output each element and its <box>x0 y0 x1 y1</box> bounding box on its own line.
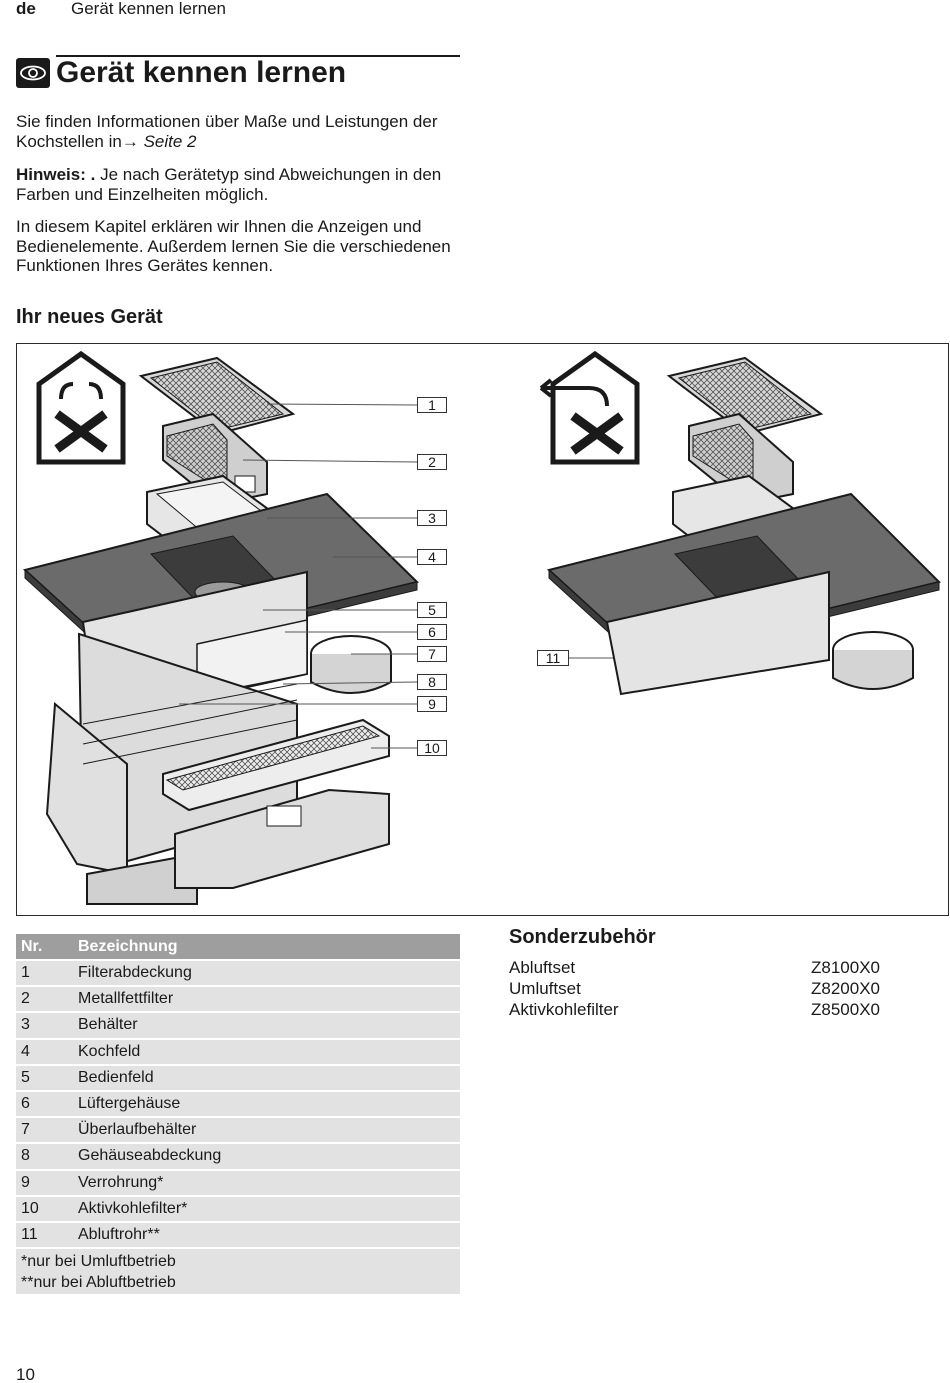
grease-filter-drawing <box>162 412 268 506</box>
callout-7: 7 <box>417 646 447 662</box>
arrow-icon: → <box>121 131 139 151</box>
column-header-number: Nr. <box>16 934 73 960</box>
accessories-title: Sonderzubehör <box>509 926 656 948</box>
footnote-circulation: *nur bei Umluftbetrieb <box>21 1252 176 1270</box>
language-code: de <box>16 0 36 18</box>
callout-1: 1 <box>417 397 447 413</box>
eye-icon <box>16 58 50 88</box>
part-number: 6 <box>16 1089 73 1118</box>
filter-cover-grid-right <box>677 361 813 431</box>
extraction-mode-icon <box>539 350 640 465</box>
part-name: Bedienfeld <box>73 1063 460 1091</box>
callout-11: 11 <box>537 650 569 666</box>
page-title: Gerät kennen lernen <box>56 56 347 89</box>
page-number: 10 <box>16 1365 35 1383</box>
part-name: Kochfeld <box>73 1037 460 1065</box>
part-name: Überlaufbehälter <box>73 1116 460 1144</box>
part-number: 4 <box>16 1037 73 1065</box>
filter-cover-drawing <box>138 356 296 436</box>
exploded-view-drawing <box>22 350 941 905</box>
page-reference-link[interactable]: Seite 2 <box>138 131 197 151</box>
title-rule <box>56 55 460 57</box>
accessory-name: Aktivkohlefilter <box>509 1000 619 1019</box>
running-header: de Gerät kennen lernen <box>16 0 226 18</box>
note-label: Hinweis: . <box>16 165 96 184</box>
table-header-row: Nr. Bezeichnung <box>16 934 460 960</box>
part-number: 9 <box>16 1168 73 1196</box>
list-item: Aktivkohlefilter Z8500X0 <box>509 999 889 1020</box>
part-number: 7 <box>16 1116 73 1144</box>
list-item: Abluftset Z8100X0 <box>509 957 889 978</box>
carbon-filter-drawing <box>162 718 390 889</box>
intro-paragraph-3: In diesem Kapitel erklären wir Ihnen die… <box>16 217 451 275</box>
intro-paragraph-1: Sie finden Informationen über Maße und L… <box>16 112 456 151</box>
part-number: 3 <box>16 1011 73 1039</box>
table-footnote-row: *nur bei Umluftbetrieb **nur bei Abluftb… <box>16 1247 460 1295</box>
accessory-code: Z8100X0 <box>811 958 880 977</box>
column-header-name: Bezeichnung <box>73 934 460 960</box>
part-name: Lüftergehäuse <box>73 1089 460 1118</box>
part-number: 1 <box>16 958 73 987</box>
accessory-code: Z8500X0 <box>811 1000 880 1019</box>
accessory-name: Umluftset <box>509 979 581 998</box>
part-name: Metallfettfilter <box>73 985 460 1013</box>
running-title: Gerät kennen lernen <box>71 0 226 18</box>
note-text: Je nach Gerätetyp sind Abweichungen in d… <box>16 165 442 204</box>
part-name: Filterabdeckung <box>73 958 460 987</box>
intro-text-1: Sie finden Informationen über Maße und L… <box>16 112 438 151</box>
fan-housing-drawing-right <box>605 570 830 696</box>
accessory-name: Abluftset <box>509 958 576 977</box>
callout-3: 3 <box>417 510 447 526</box>
callout-4: 4 <box>417 549 447 565</box>
part-name: Abluftrohr** <box>73 1220 460 1249</box>
part-name: Gehäuseabdeckung <box>73 1142 460 1170</box>
accessory-code: Z8200X0 <box>811 979 880 998</box>
footnote-extraction: **nur bei Abluftbetrieb <box>21 1273 176 1291</box>
part-number: 2 <box>16 985 73 1013</box>
overflow-container-drawing-right <box>832 650 914 690</box>
callout-9: 9 <box>417 696 447 712</box>
leader-lines <box>179 403 613 749</box>
part-number: 10 <box>16 1194 73 1222</box>
callout-10: 10 <box>417 740 447 756</box>
part-number: 8 <box>16 1142 73 1170</box>
appliance-figure: 1 2 3 4 5 6 7 8 9 10 11 <box>16 343 949 916</box>
callout-6: 6 <box>417 624 447 640</box>
callout-2: 2 <box>417 454 447 470</box>
callout-5: 5 <box>417 602 447 618</box>
accessories-list: Abluftset Z8100X0 Umluftset Z8200X0 Akti… <box>509 957 889 1020</box>
circulation-mode-icon <box>36 350 126 465</box>
part-name: Verrohrung* <box>73 1168 460 1196</box>
part-number: 11 <box>16 1220 73 1249</box>
table-footnotes: *nur bei Umluftbetrieb **nur bei Abluftb… <box>16 1247 460 1295</box>
part-name: Aktivkohlefilter* <box>73 1194 460 1222</box>
section-title: Ihr neues Gerät <box>16 306 163 328</box>
part-name: Behälter <box>73 1011 460 1039</box>
callout-8: 8 <box>417 674 447 690</box>
intro-paragraph-2: Hinweis: . Je nach Gerätetyp sind Abweic… <box>16 165 456 204</box>
part-number: 5 <box>16 1063 73 1091</box>
list-item: Umluftset Z8200X0 <box>509 978 889 999</box>
grease-filter-grid-right <box>692 423 754 495</box>
